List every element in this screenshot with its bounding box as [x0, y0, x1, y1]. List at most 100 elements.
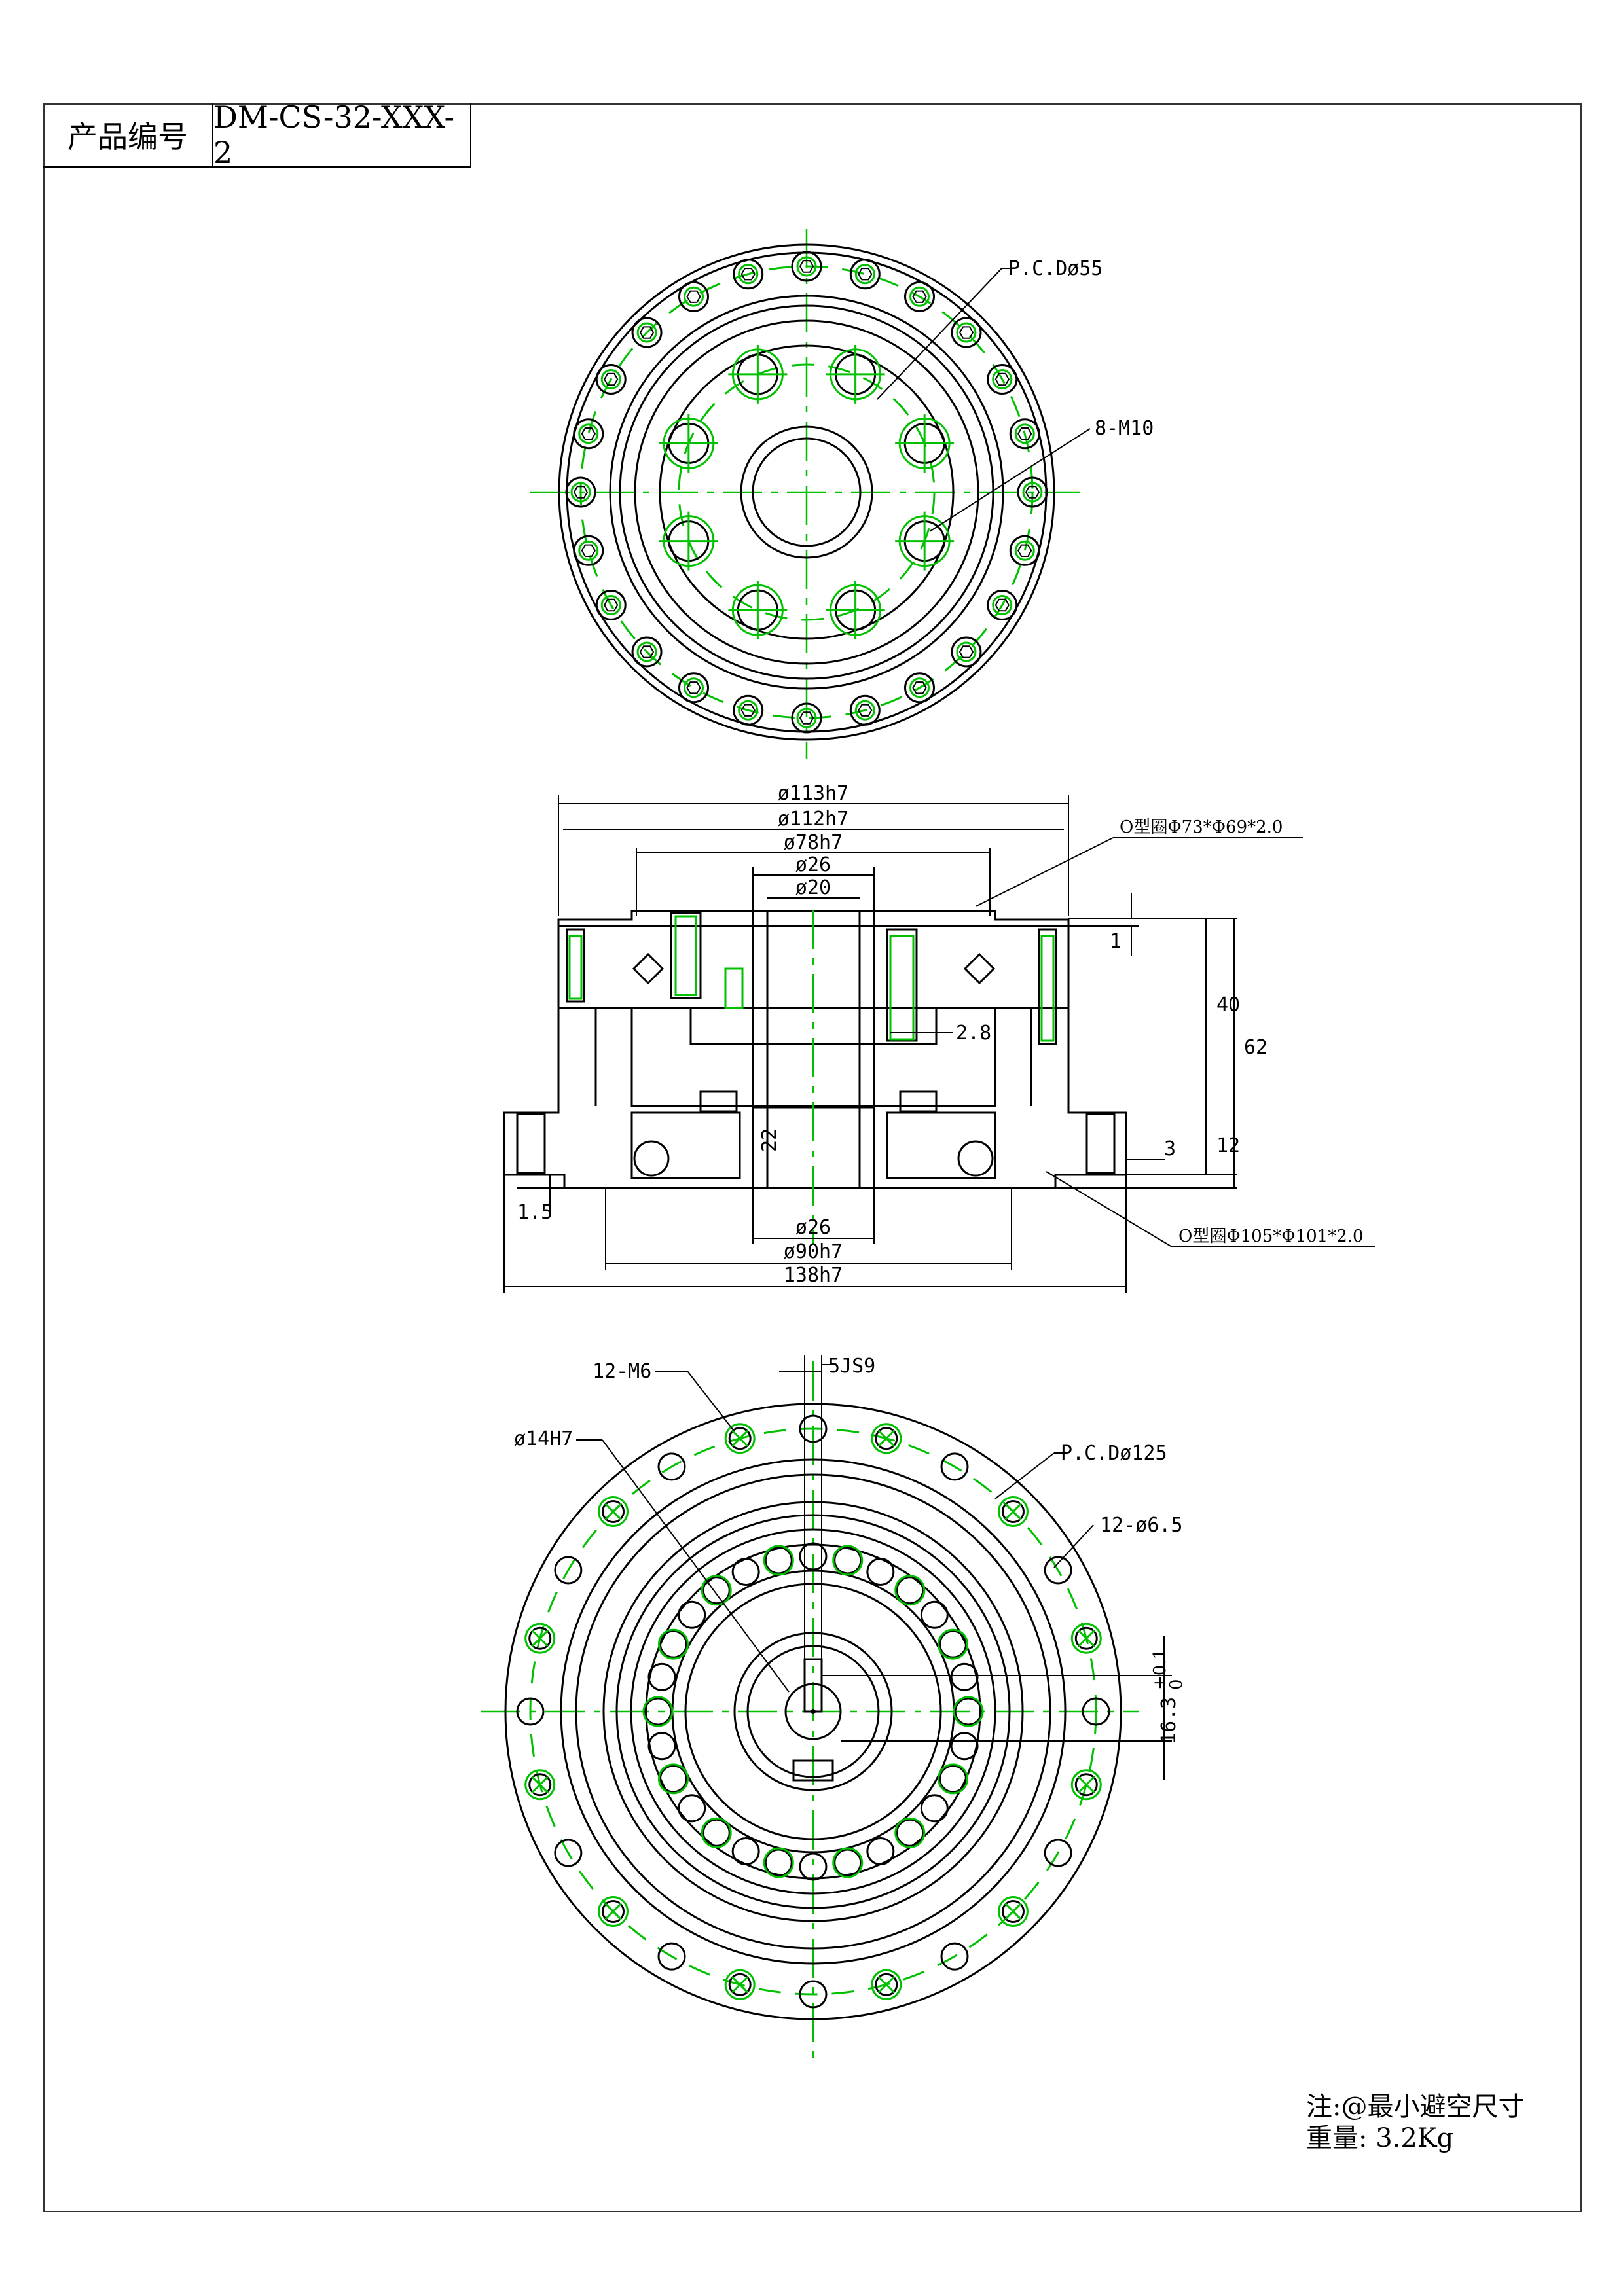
product-number-value: DM-CS-32-XXX-2	[213, 99, 455, 170]
through-hole	[940, 1452, 969, 1481]
pcd125-label: P.C.Dø125	[1061, 1442, 1167, 1465]
top-ring-1	[609, 295, 1004, 690]
roller	[920, 1794, 949, 1823]
roller-highlight	[894, 1575, 926, 1606]
roller	[764, 1848, 793, 1877]
top-bolt-thread	[600, 595, 621, 615]
top-bolt-hex	[799, 260, 814, 273]
roller-highlight	[938, 1628, 969, 1660]
top-bolt-head	[595, 364, 627, 395]
top-bolt-hex	[958, 645, 974, 658]
ball-right	[957, 1140, 994, 1177]
roller	[950, 1732, 979, 1761]
top-bolt-head	[987, 364, 1018, 395]
roller	[678, 1794, 706, 1823]
m6-cross-b	[604, 1503, 622, 1520]
m6-thread	[598, 1895, 629, 1927]
m6-cross-b	[877, 1429, 895, 1447]
top-bolt-thread	[570, 482, 591, 503]
roller-highlight	[832, 1545, 864, 1576]
m6-cross-b	[1078, 1630, 1095, 1647]
top-m10-holes	[659, 344, 955, 640]
dim-138: 138h7	[784, 1264, 843, 1287]
m6-thread	[724, 1423, 756, 1454]
m6-thread	[598, 1496, 629, 1528]
top-outer-circle	[558, 243, 1055, 741]
roller	[731, 1557, 760, 1586]
top-bolt-head	[595, 590, 627, 620]
m6-cross-b	[1078, 1776, 1095, 1793]
bottom-pcd-125	[529, 1427, 1097, 1996]
top-bolt-hex	[799, 711, 814, 725]
top-bolt-head	[678, 672, 709, 704]
top-ring-3	[634, 319, 979, 665]
pcd125-leader	[994, 1452, 1055, 1499]
roller	[702, 1576, 731, 1605]
through-hole	[657, 1942, 686, 1971]
bottom-ring-8	[684, 1583, 942, 1840]
roller-highlight	[763, 1847, 794, 1878]
oring-bottom-leader	[1046, 1171, 1173, 1247]
top-bolt-thread	[578, 540, 599, 561]
top-bolt-head	[904, 281, 935, 312]
m6-label: 12-M6	[593, 1360, 651, 1383]
top-bolt-hex	[740, 704, 756, 717]
top-bore-outer	[740, 425, 873, 559]
key-tol-upper: +0.1	[1150, 1649, 1170, 1690]
roller-highlight	[701, 1575, 732, 1606]
top-bolt-thread	[738, 700, 759, 721]
roller	[659, 1765, 687, 1793]
dim-20: ø20	[795, 876, 831, 899]
roller	[920, 1600, 949, 1629]
top-bolt-thread	[600, 369, 621, 389]
roller	[799, 1542, 828, 1571]
section-bolt-right	[1038, 928, 1057, 1045]
top-bolt-thread	[578, 423, 599, 444]
top-bolt-thread	[854, 700, 875, 721]
top-bolt-thread	[636, 641, 657, 662]
through-hole-leader	[1053, 1524, 1094, 1568]
through-hole-label: 12-ø6.5	[1100, 1514, 1182, 1537]
section-pin-right	[886, 928, 918, 1042]
top-bolt-head	[904, 672, 935, 704]
top-bolt-hex	[686, 681, 701, 694]
roller-highlight	[701, 1817, 732, 1848]
dim-40: 40	[1216, 994, 1240, 1016]
top-bolt-hex	[581, 544, 596, 557]
m6-hole	[602, 1899, 625, 1923]
roller	[647, 1662, 676, 1691]
top-bolt-thread	[909, 677, 930, 698]
section-view: ø113h7 ø112h7 ø78h7 ø26 ø20 O型圈Φ73*Φ69*2…	[503, 782, 1375, 1293]
top-bolt-hex	[740, 268, 756, 281]
m6-hole	[1001, 1899, 1025, 1923]
top-bolt-head	[733, 694, 764, 726]
top-bolt-head	[631, 636, 663, 668]
top-bolt-hex	[1017, 544, 1032, 557]
dim-62: 62	[1244, 1036, 1267, 1059]
top-bolt-head	[573, 418, 604, 450]
keyway	[803, 1658, 823, 1713]
bearing-left	[630, 1111, 741, 1179]
m6-thread	[997, 1895, 1029, 1927]
bottom-ring-3	[602, 1501, 1024, 1922]
top-bolt-thread	[684, 286, 704, 307]
top-bolt-thread	[992, 369, 1013, 389]
cross-roller-right	[963, 952, 996, 985]
through-hole	[657, 1452, 686, 1481]
m6-cross-b	[1004, 1903, 1022, 1920]
dim-3: 3	[1164, 1138, 1176, 1160]
roller-highlight	[657, 1628, 689, 1660]
through-hole	[940, 1942, 969, 1971]
note-weight: 重量: 3.2Kg	[1306, 2123, 1454, 2153]
roller	[896, 1818, 924, 1847]
m6-hole	[1001, 1500, 1025, 1524]
dim-26-bottom: ø26	[795, 1216, 831, 1239]
top-bolt-head	[951, 636, 982, 668]
m6-cross-b	[531, 1630, 549, 1647]
m6-cross-b	[1004, 1503, 1022, 1520]
top-bolt-head	[849, 259, 881, 290]
oring-top-leader	[975, 837, 1114, 907]
top-bolt-hex	[604, 598, 619, 612]
product-number-label: 产品编号	[43, 103, 213, 166]
top-bolt-hex	[639, 645, 655, 658]
